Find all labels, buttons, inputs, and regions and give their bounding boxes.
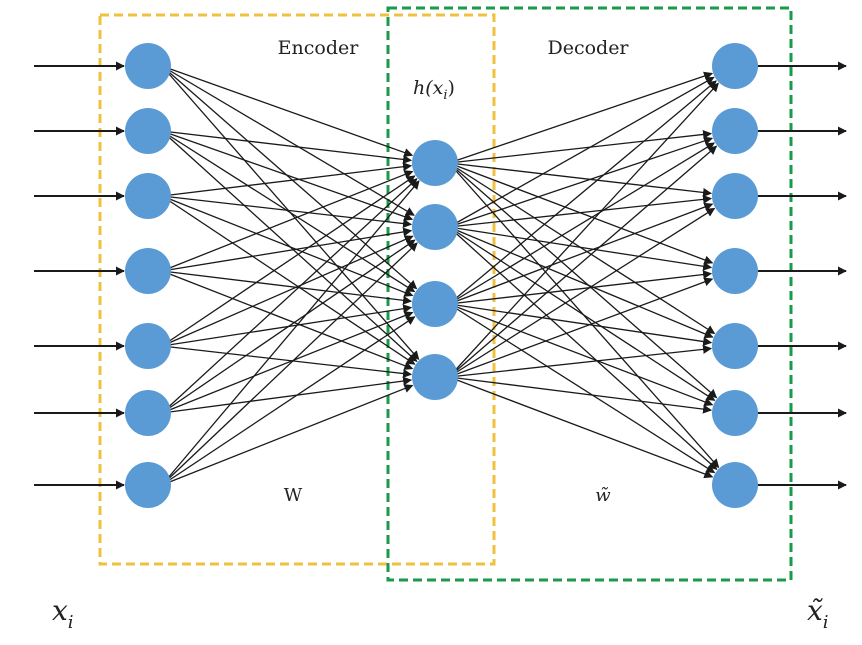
input-node [125, 390, 171, 436]
input-node [125, 248, 171, 294]
encoder-connection [161, 162, 413, 197]
decoder-connection [448, 136, 713, 228]
encoder-connection [161, 345, 413, 378]
encoder-box [98, 13, 496, 566]
decoder-connection [448, 82, 719, 378]
decoder-connection [448, 344, 713, 378]
output-node [712, 248, 758, 294]
decoder-label: Decoder [547, 37, 629, 59]
hidden-node [412, 204, 458, 250]
decoder-connection [448, 71, 714, 164]
input-node [125, 173, 171, 219]
decoder-connection [448, 376, 713, 414]
encoder-connection [161, 65, 418, 290]
decoder-connection [448, 303, 716, 474]
encoder-connection [161, 130, 414, 221]
encoder-connection [161, 384, 414, 486]
encoder-connection [161, 235, 414, 347]
decoder-connection [448, 142, 715, 305]
decoder-connection [448, 76, 715, 228]
decoder-connection [448, 376, 714, 479]
decoder-connection [448, 194, 713, 228]
decoder-connection [448, 202, 714, 305]
output-node [712, 462, 758, 508]
decoder-connection [448, 129, 713, 164]
input-label: xi [52, 594, 74, 633]
decoder-connection [448, 226, 718, 470]
decoder-connection [448, 80, 717, 305]
encoder-label: Encoder [278, 37, 360, 59]
encoder-connection [161, 130, 413, 164]
encoder-connection [161, 270, 413, 305]
decoder-box [386, 6, 793, 582]
encoder-connection [161, 304, 413, 347]
decoder-connection [448, 226, 713, 271]
output-label: x̃i [807, 594, 829, 633]
encoder-connection [161, 65, 414, 157]
decoder-connection [448, 277, 714, 378]
encoder-connection [161, 242, 418, 486]
decoder-connection [448, 270, 713, 305]
io-arrow-layer [34, 61, 847, 490]
encoder-connection [161, 130, 416, 293]
input-node [125, 108, 171, 154]
encoder-connection [161, 195, 414, 297]
decoder-connection [448, 207, 716, 378]
output-node [712, 323, 758, 369]
encoder-connection [161, 311, 414, 414]
output-node [712, 43, 758, 89]
encoder-connection [161, 195, 413, 228]
input-node [125, 43, 171, 89]
encoder-connection [161, 376, 413, 414]
encoder-connection [161, 175, 416, 347]
encoder-connection [161, 180, 420, 486]
output-node [712, 108, 758, 154]
hidden-node [412, 281, 458, 327]
hidden-node [412, 354, 458, 400]
decoder-connection [448, 303, 714, 407]
input-node [125, 323, 171, 369]
input-node [125, 462, 171, 508]
encoder-connection [161, 239, 416, 414]
encoder-connection [161, 65, 415, 216]
decoder-connection [448, 226, 716, 401]
hidden-node [412, 140, 458, 186]
encoder-connection [161, 195, 416, 365]
encoder-connection [161, 227, 413, 272]
encoder-connection [161, 178, 418, 414]
hidden-representation-label: h(xi) [413, 77, 455, 103]
decoder-connection [448, 145, 718, 378]
decoder-connection [448, 303, 713, 346]
node-layer [125, 43, 758, 508]
encoder-connection [161, 316, 416, 486]
encoder-connection [161, 270, 414, 370]
encoder-connection [161, 170, 414, 272]
decoder-weight-label: w̃ [595, 485, 611, 506]
output-node [712, 390, 758, 436]
encoder-weight-label: W [284, 485, 303, 506]
decoder-connection [448, 226, 714, 339]
decoder-connection [448, 162, 716, 335]
output-node [712, 173, 758, 219]
connection-layer [161, 65, 720, 486]
